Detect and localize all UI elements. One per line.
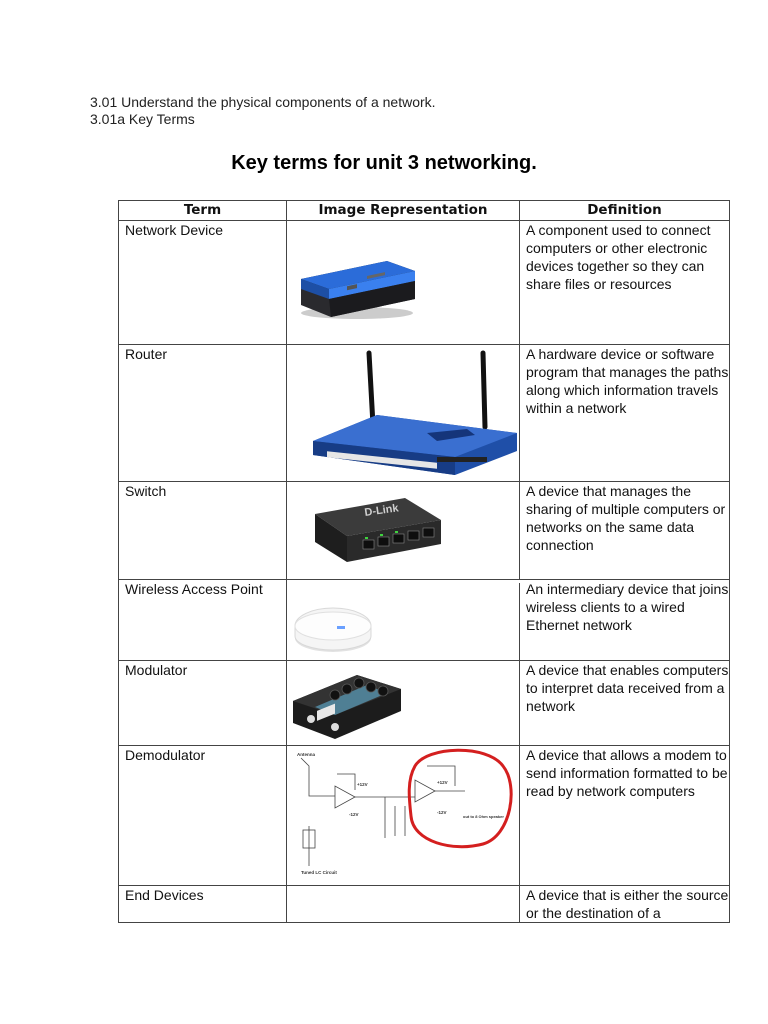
term-cell: Switch <box>118 481 287 580</box>
column-header-term: Term <box>118 200 287 221</box>
network-device-image <box>286 220 520 345</box>
page-title: Key terms for unit 3 networking. <box>231 152 537 174</box>
circuit-label-antenna: Antenna <box>297 752 315 757</box>
column-header-image: Image Representation <box>286 200 520 221</box>
table-header-row: Term Image Representation Definition <box>118 200 730 221</box>
definition-cell: A device that enables computers to inter… <box>519 660 730 746</box>
definition-cell: A device that is either the source or th… <box>519 885 730 923</box>
modulator-image <box>286 660 520 746</box>
definition-cell: A component used to connect computers or… <box>519 220 730 345</box>
table-row: End Devices A device that is either the … <box>118 885 730 923</box>
header-line-2: 3.01a Key Terms <box>90 111 195 127</box>
access-point-image <box>286 579 520 661</box>
key-terms-table: Term Image Representation Definition Net… <box>118 200 730 923</box>
definition-cell: A device that allows a modem to send inf… <box>519 745 730 886</box>
circuit-label-tuned-lc: Tuned LC Circuit <box>301 870 337 875</box>
term-cell: Network Device <box>118 220 287 345</box>
red-highlight-circle <box>407 748 513 849</box>
term-cell: Router <box>118 344 287 482</box>
table-row: Switch D-Link <box>118 481 730 580</box>
switch-brand-label: D-Link <box>364 502 400 519</box>
definition-cell: An intermediary device that joins wirele… <box>519 579 730 661</box>
end-devices-image <box>286 885 520 923</box>
switch-image: D-Link <box>286 481 520 580</box>
definition-cell: A hardware device or software program th… <box>519 344 730 482</box>
circuit-label-neg-12v-2: -12V <box>437 810 447 815</box>
term-cell: Modulator <box>118 660 287 746</box>
table-row: Network Device A component used to conne… <box>118 220 730 345</box>
table-row: Wireless Access Point An intermediary de… <box>118 579 730 661</box>
table-row: Demodulator <box>118 745 730 886</box>
term-cell: Wireless Access Point <box>118 579 287 661</box>
term-cell: End Devices <box>118 885 287 923</box>
definition-cell: A device that manages the sharing of mul… <box>519 481 730 580</box>
circuit-label-neg-12v-1: -12V <box>349 812 359 817</box>
circuit-label-pos-12v-1: +12V <box>357 782 368 787</box>
circuit-label-speaker: out to 8 Ohm speaker <box>463 814 504 819</box>
table-row: Modulator A device that enables computer… <box>118 660 730 746</box>
table-row: Router A hardware device or software pro… <box>118 344 730 482</box>
term-cell: Demodulator <box>118 745 287 886</box>
header-line-1: 3.01 Understand the physical components … <box>90 94 436 110</box>
demodulator-circuit-image: Antenna Tuned LC Circuit +12V -12V +12V … <box>286 745 520 886</box>
circuit-label-pos-12v-2: +12V <box>437 780 448 785</box>
router-image <box>286 344 520 482</box>
column-header-definition: Definition <box>519 200 730 221</box>
